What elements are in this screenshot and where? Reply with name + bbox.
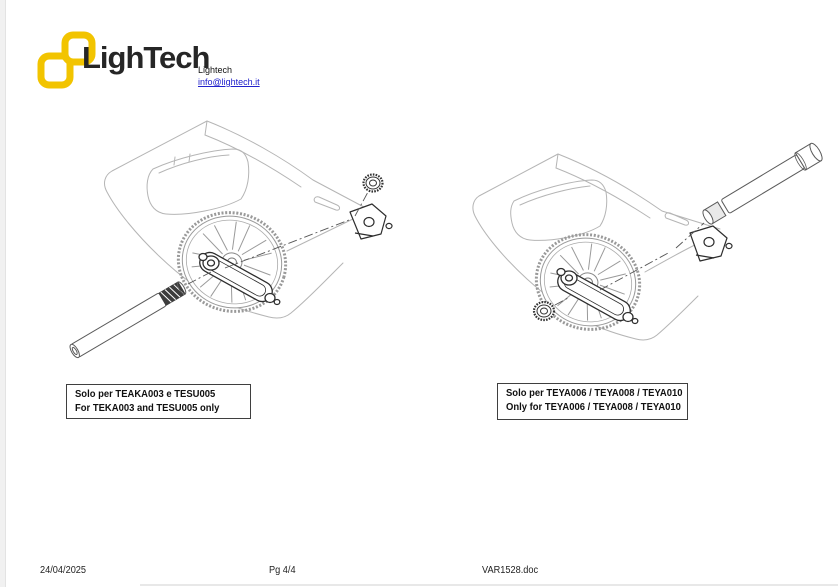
contact-block: Lightech info@lightech.it	[198, 64, 260, 88]
company-name: Lightech	[198, 65, 233, 75]
sprocket-wheel-icon	[176, 211, 288, 313]
chain-adjuster-assembly	[556, 267, 639, 325]
caption-line: Solo per TEYA006 / TEYA008 / TEYA010	[506, 387, 683, 399]
axle-rod	[69, 281, 187, 359]
figure-left-drawing	[69, 120, 393, 359]
caption-line: For TEKA003 and TESU005 only	[75, 401, 220, 414]
footer-date: 24/04/2025	[40, 565, 87, 576]
email-link[interactable]: info@lightech.it	[198, 77, 260, 87]
chain-adjuster-assembly	[198, 251, 281, 306]
caption-box-right: Solo per TEYA006 / TEYA008 / TEYA010 Onl…	[497, 383, 688, 420]
assembly-guide-line	[554, 222, 705, 306]
swingarm-body	[104, 120, 378, 319]
caption-box-left: Solo per TEAKA003 e TESU005 For TEKA003 …	[66, 384, 251, 419]
axle-nut	[362, 173, 384, 193]
axle-rod	[702, 142, 823, 225]
assembly-guide-line	[187, 191, 369, 285]
caption-line: Only for TEYA006 / TEYA008 / TEYA010	[506, 400, 681, 413]
footer-doc-name: VAR1528.doc	[482, 565, 539, 576]
page-edge	[0, 0, 6, 587]
footer-page-number: Pg 4/4	[269, 565, 296, 576]
figure-right-drawing	[472, 142, 823, 341]
window-bottom-edge	[140, 584, 838, 586]
axle-nut	[532, 300, 556, 322]
arm-end-adjuster	[349, 203, 393, 240]
lightech-logo-icon	[37, 31, 96, 89]
arm-end-adjuster	[689, 225, 733, 262]
caption-line: Solo per TEAKA003 e TESU005	[75, 388, 216, 400]
brand-wordmark: LighTech	[82, 40, 210, 75]
